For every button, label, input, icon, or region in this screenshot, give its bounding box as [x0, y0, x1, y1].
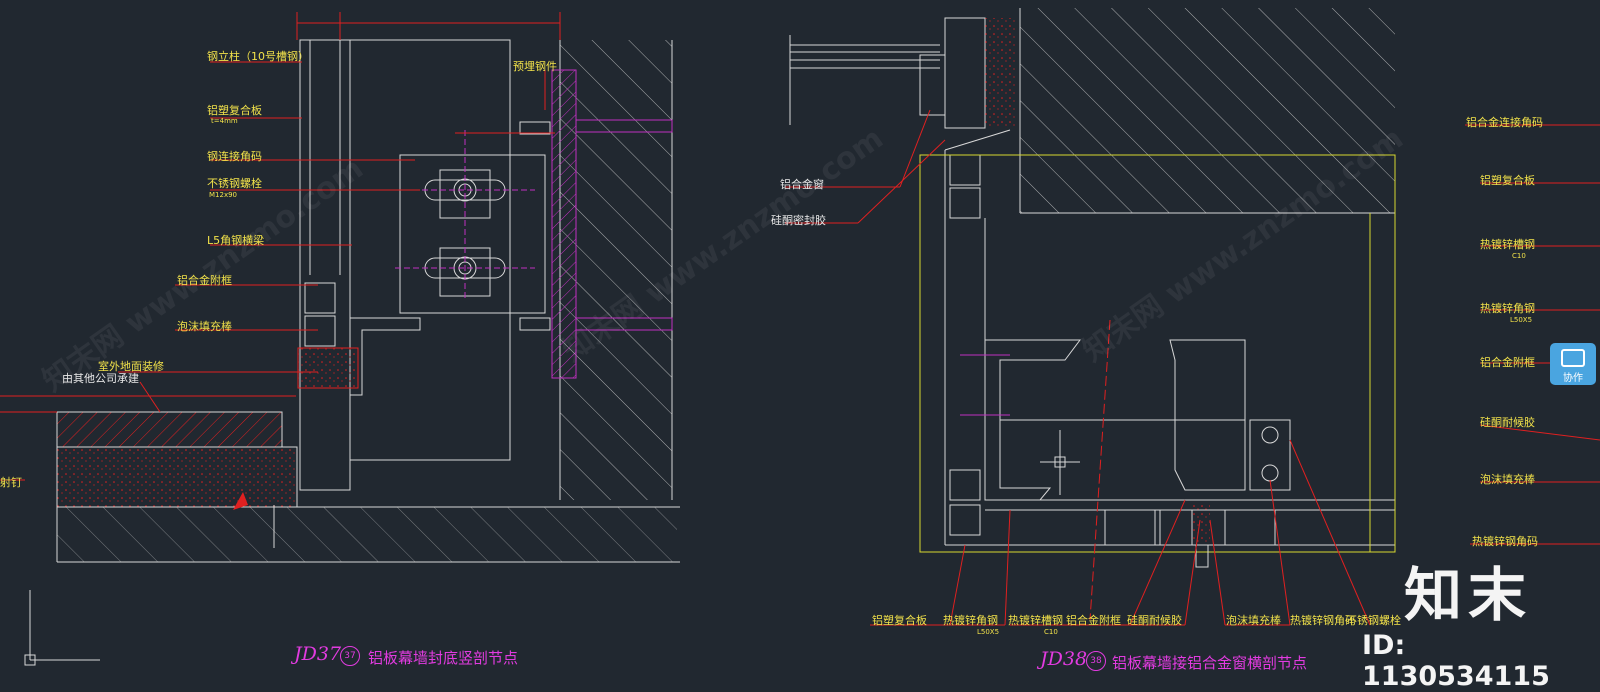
label-foam-filler: 泡沫填充棒 — [177, 320, 232, 333]
label-silicone-weather: 硅酮耐候胶 — [1480, 416, 1535, 429]
label-galv-angle: 热镀锌角钢 — [1480, 302, 1535, 315]
detail-title-jd38: 铝板幕墙接铝合金窗横剖节点 — [1112, 654, 1308, 672]
bottom-label-7: 热镀锌钢角码 — [1290, 614, 1356, 627]
label-r-alu-composite-panel: 铝塑复合板 — [1480, 174, 1535, 187]
detail-code-jd38: JD38 — [1040, 648, 1088, 670]
bottom-label-5: 硅酮耐候胶 — [1127, 614, 1182, 627]
label-rivet: 射钉 — [0, 476, 22, 489]
bottom-label-4: 铝合金附框 — [1066, 614, 1121, 627]
label-steel-post: 钢立柱（10号槽钢） — [207, 50, 309, 63]
collab-label: 协作 — [1563, 373, 1583, 384]
left-detail-geometry — [0, 12, 680, 666]
detail-code-jd37: JD37 — [294, 643, 342, 665]
collab-button[interactable]: 协作 — [1550, 343, 1596, 385]
label-alu-subframe: 铝合金附框 — [177, 274, 232, 287]
label-outdoor-floor: 室外地面装修 — [98, 360, 164, 373]
label-r-foam-filler: 泡沫填充棒 — [1480, 473, 1535, 486]
label-galv-channel-spec: C10 — [1512, 252, 1526, 260]
label-bolt-spec: M12x90 — [209, 191, 237, 199]
label-r-alu-subframe: 铝合金附框 — [1480, 356, 1535, 369]
bottom-label-2: 热镀锌角钢 — [943, 614, 998, 627]
label-alu-corner-connector: 铝合金连接角码 — [1466, 116, 1543, 129]
bottom-label-3: 热镀锌槽钢 — [1008, 614, 1063, 627]
label-galv-steel-code: 热镀锌钢角码 — [1472, 535, 1538, 548]
detail-circle-37: 37 — [340, 646, 360, 666]
label-silicone-sealant: 硅酮密封胶 — [771, 214, 826, 227]
label-galv-angle-spec: L50X5 — [1510, 316, 1533, 324]
label-galv-channel: 热镀锌槽钢 — [1480, 238, 1535, 251]
bottom-label-6: 泡沫填充棒 — [1226, 614, 1281, 627]
bottom-spec-1: L50X5 — [977, 628, 1000, 636]
label-panel-thickness: t=4mm — [211, 117, 238, 125]
chat-icon — [1561, 349, 1585, 367]
brand-logo: 知末 — [1404, 561, 1533, 629]
label-alu-composite-panel: 铝塑复合板 — [207, 104, 262, 117]
label-by-others: 由其他公司承建 — [62, 372, 139, 385]
bottom-spec-2: C10 — [1044, 628, 1058, 636]
bottom-label-8: 不锈钢螺栓 — [1346, 614, 1401, 627]
label-ss-bolt: 不锈钢螺栓 — [207, 177, 262, 190]
detail-title-jd37: 铝板幕墙封底竖剖节点 — [368, 649, 519, 667]
label-embed-plate: 预埋钢件 — [513, 60, 557, 73]
bottom-label-1: 铝塑复合板 — [872, 614, 927, 627]
label-steel-connector: 钢连接角码 — [207, 150, 262, 163]
label-alu-window: 铝合金窗 — [780, 178, 824, 191]
detail-circle-38: 38 — [1086, 651, 1106, 671]
label-steel-beam: L5角钢横梁 — [207, 234, 265, 247]
image-id: ID: 1130534115 — [1362, 630, 1550, 692]
right-detail-geometry — [785, 8, 1600, 626]
